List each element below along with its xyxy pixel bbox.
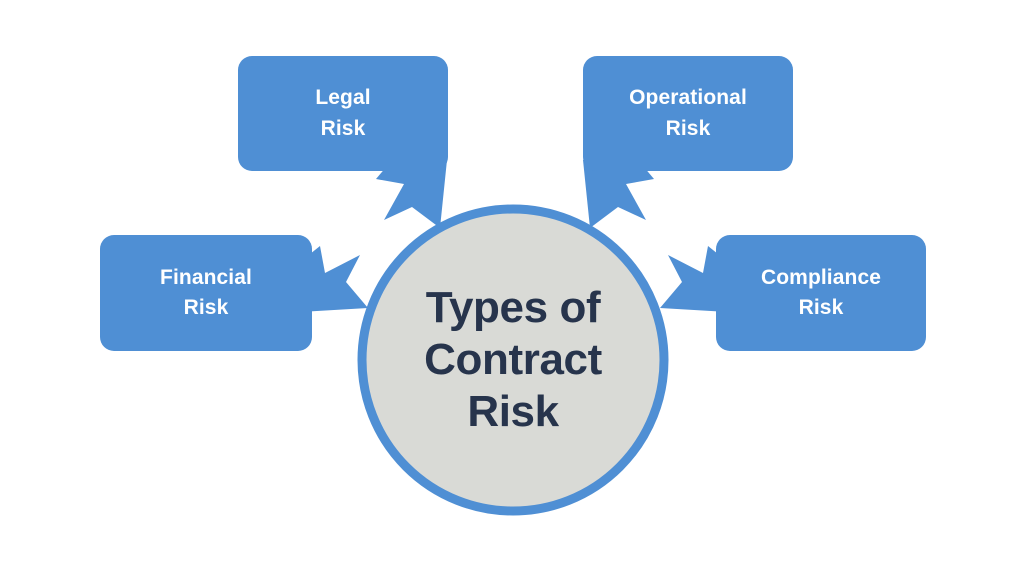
financial-risk-box[interactable] — [100, 235, 312, 351]
node-compliance-risk-shape[interactable] — [660, 235, 926, 351]
legal-risk-arrow-icon — [376, 160, 447, 228]
compliance-risk-arrow-icon — [660, 246, 728, 312]
node-legal-risk-shape[interactable] — [238, 56, 448, 228]
financial-risk-arrow-icon — [300, 246, 368, 312]
center-circle[interactable] — [357, 204, 669, 516]
node-operational-risk-shape[interactable] — [583, 56, 793, 228]
operational-risk-arrow-icon — [583, 160, 654, 228]
legal-risk-box[interactable] — [238, 56, 448, 171]
compliance-risk-box[interactable] — [716, 235, 926, 351]
node-financial-risk-shape[interactable] — [100, 235, 368, 351]
operational-risk-box[interactable] — [583, 56, 793, 171]
